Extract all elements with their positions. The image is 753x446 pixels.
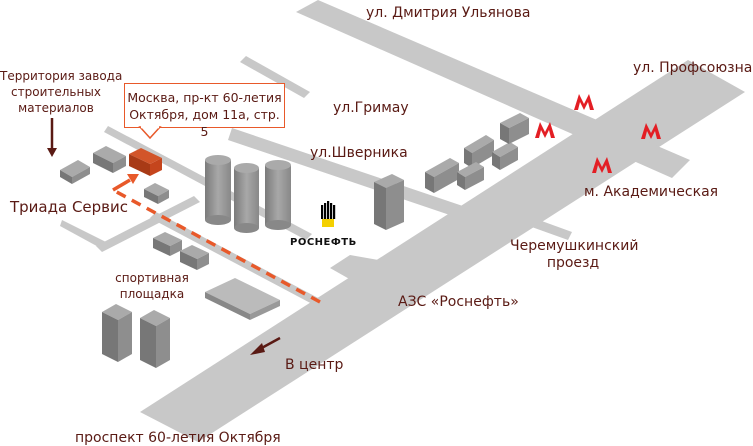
building [464, 135, 494, 168]
road-azs-bulge [330, 255, 390, 285]
street-label-prospekt: проспект 60-летия Октября [75, 430, 281, 446]
metro-icon [641, 123, 661, 139]
metro-icon [535, 122, 555, 138]
sports-ground [205, 278, 280, 320]
route [112, 174, 321, 304]
sports-label-line: площадка [119, 287, 185, 301]
arrows [47, 118, 281, 355]
building [374, 174, 404, 230]
street-label-grimau: ул.Гримау [333, 100, 409, 116]
storage-tanks [205, 155, 291, 233]
building [500, 113, 529, 144]
gas-station-label: АЗС «Роснефть» [398, 294, 519, 310]
building [93, 146, 126, 173]
building [457, 162, 484, 190]
road-local-4 [150, 212, 322, 306]
target-building [129, 148, 162, 176]
rosneft-logo-text: РОСНЕФТЬ [290, 237, 357, 248]
arrow-to-center-icon [250, 343, 265, 355]
to-center-label: В центр [285, 357, 344, 373]
factory-label: Территория завода строительных материало… [0, 68, 123, 116]
route-arrow-icon [127, 174, 139, 184]
street-label-shvernika: ул.Шверника [310, 145, 408, 161]
building [153, 232, 182, 256]
road-profsoyuznaya [140, 60, 745, 442]
arrow-down-icon [47, 148, 57, 157]
road-grimau [240, 56, 310, 98]
building [492, 142, 518, 170]
building [140, 310, 170, 368]
building [425, 158, 459, 193]
address-callout: Москва, пр-кт 60-летия Октября, дом 11а,… [124, 83, 285, 139]
building [180, 245, 209, 270]
road-shvernika [228, 128, 510, 232]
cheremushkinsky-line: Черемушкинский [510, 238, 639, 254]
building [60, 160, 90, 184]
sports-label-line: спортивная [115, 271, 189, 285]
street-label-profsoyuznaya: ул. Профсоюзная [633, 60, 753, 76]
address-line-1: Москва, пр-кт 60-летия [127, 90, 282, 105]
buildings [60, 113, 529, 368]
metro-station-label: м. Академическая [584, 184, 719, 200]
address-line-2: Октября, дом 11а, стр. 5 [129, 107, 280, 139]
cheremushkinsky-line: проезд [546, 255, 600, 271]
building [144, 183, 169, 204]
metro-icon [574, 94, 594, 110]
road-local-2 [60, 220, 110, 250]
building [102, 304, 132, 362]
metro-icons [535, 94, 661, 173]
factory-label-line: материалов [18, 101, 94, 115]
metro-icon [592, 157, 612, 173]
street-label-cheremushkinsky: Черемушкинский проезд [510, 238, 639, 272]
triada-label: Триада Сервис [10, 198, 129, 216]
factory-label-line: строительных [11, 85, 101, 99]
sports-label: спортивная площадка [112, 270, 192, 302]
rosneft-logo-icon [321, 201, 336, 227]
road-dmitriya-ulyanova [296, 0, 690, 178]
street-label-dmitriya-ulyanova: ул. Дмитрия Ульянова [366, 5, 531, 21]
road-cheremushkinsky [490, 204, 572, 240]
factory-label-line: Территория завода [0, 69, 123, 83]
road-local-3 [96, 196, 200, 252]
